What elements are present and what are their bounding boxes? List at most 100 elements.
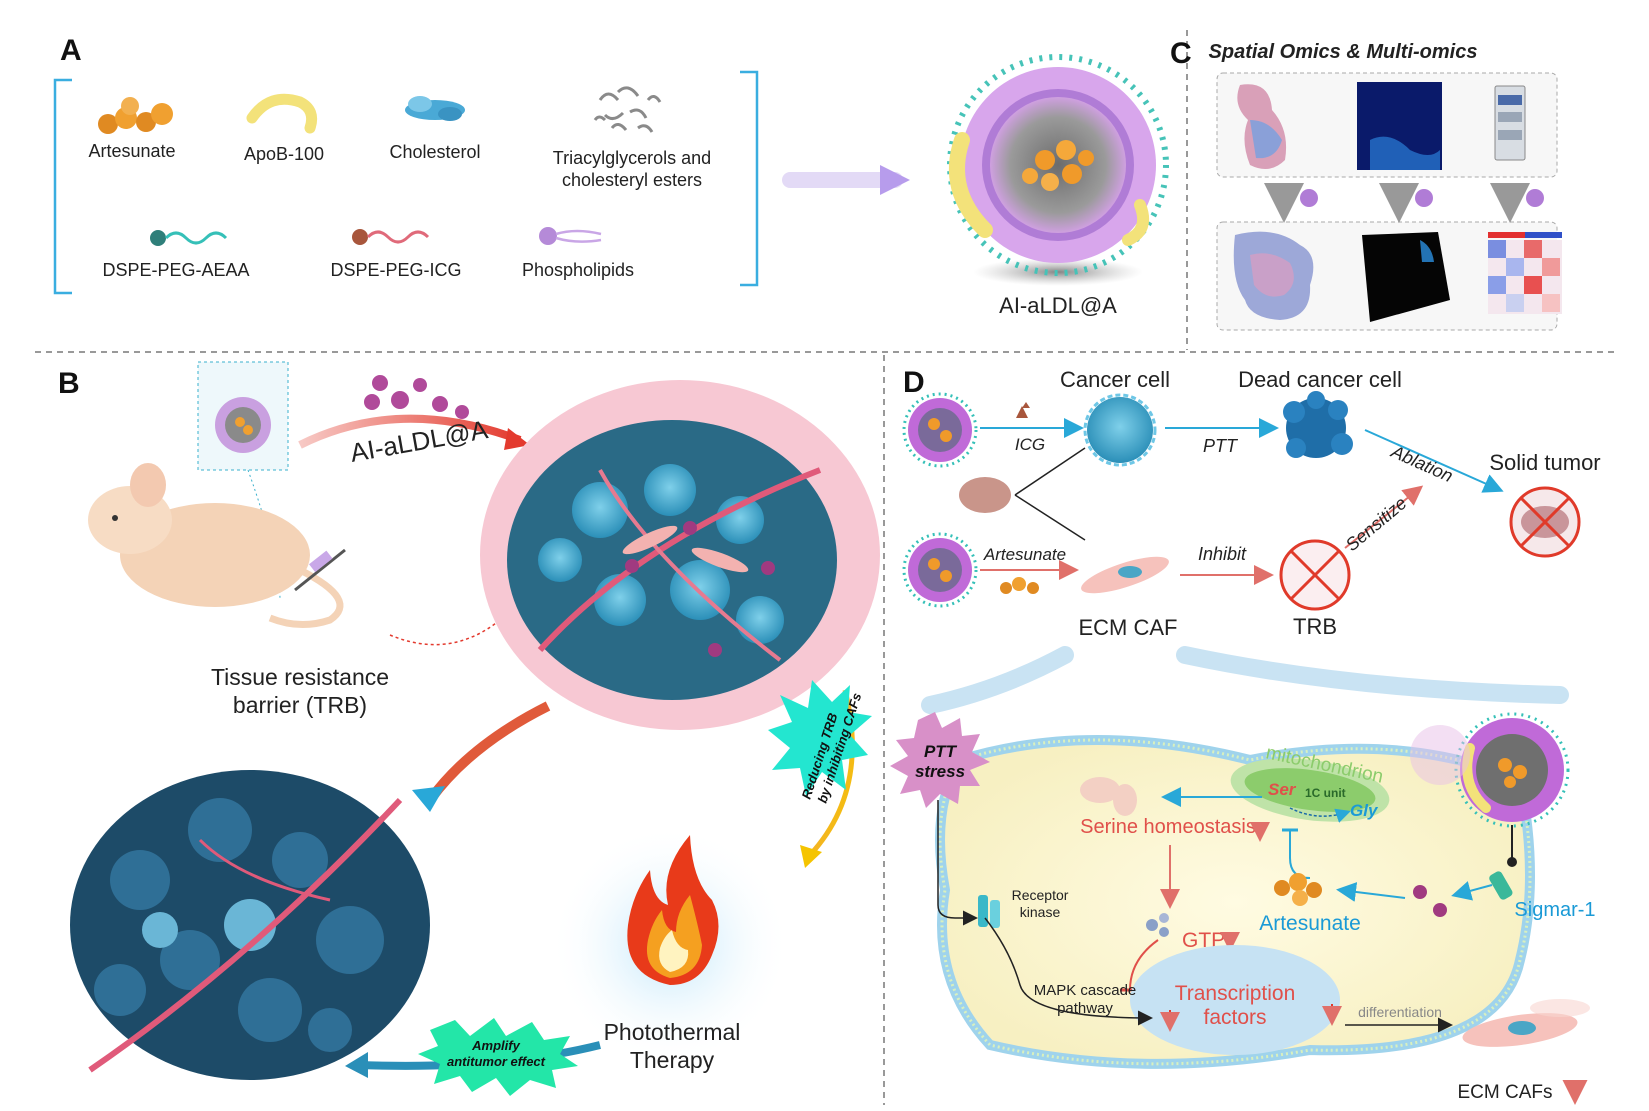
solid-tumor-blocked-icon <box>1509 486 1581 558</box>
label-receptor-line2: kinase <box>1020 904 1061 920</box>
reduce-trb-badge <box>768 680 872 796</box>
panel-label-b: B <box>58 367 80 400</box>
cancer-cell-icon <box>1083 393 1157 467</box>
internalized-nanoparticle-1 <box>1413 885 1427 899</box>
label-amplify-line1: Amplify <box>471 1038 520 1053</box>
label-dead-cancer-cell: Dead cancer cell <box>1238 367 1402 392</box>
ablation-arrow <box>1364 429 1504 493</box>
artesunate-inhibition-line <box>1289 830 1311 879</box>
cholesterol-icon <box>405 96 465 121</box>
label-artesunate: Artesunate <box>88 141 175 161</box>
zoom-band-right <box>1176 646 1569 704</box>
tumor-with-trb-icon <box>480 380 880 730</box>
label-trb-line2: barrier (TRB) <box>233 692 367 718</box>
zoom-band-left <box>921 646 1074 714</box>
label-ptt-stress-1: PTT <box>924 742 958 761</box>
spatial-transcriptomics-map-before <box>1237 84 1287 169</box>
ablated-tumor-icon <box>70 770 430 1080</box>
label-tf-line2: factors <box>1203 1006 1266 1029</box>
internalized-nanoparticle-2 <box>1433 903 1447 917</box>
ecm-cafs-cell-icon <box>1462 999 1590 1047</box>
label-cancer-cell: Cancer cell <box>1060 367 1170 392</box>
branch-line-lower <box>1014 494 1086 541</box>
syringe-icon <box>294 548 346 592</box>
tumor-tissue-icon <box>959 477 1011 513</box>
panel-c-title: Spatial Omics & Multi-omics <box>1209 41 1478 63</box>
label-ecm-caf: ECM CAF <box>1079 615 1178 640</box>
dead-cancer-cell-icon <box>1283 391 1353 458</box>
label-ecm-cafs: ECM CAFs <box>1458 1082 1553 1103</box>
phospholipids-icon <box>539 227 602 245</box>
uptake-arrow <box>1451 881 1493 901</box>
icg-molecule-icon <box>1016 402 1030 418</box>
label-inhibit: Inhibit <box>1198 544 1247 564</box>
treatment-result-arrow <box>425 701 551 803</box>
mitochondrion-icon <box>1230 758 1390 822</box>
mapk-cascade-arrow <box>984 917 1153 1026</box>
trb-leader-line <box>389 619 501 646</box>
label-sigmar-1: Sigmar-1 <box>1514 899 1595 921</box>
label-sensitize: Sensitize <box>1342 493 1411 555</box>
panel-label-d: D <box>903 366 925 399</box>
gtp-inhibition-line <box>1129 939 1159 991</box>
label-phospholipids: Phospholipids <box>522 260 634 280</box>
label-triacylglycerols-2: cholesteryl esters <box>562 170 702 190</box>
sigmar-1-receptor-icon <box>1489 871 1513 900</box>
label-icg: ICG <box>1015 435 1045 454</box>
artesunate-cell-icon <box>1274 873 1322 906</box>
bracket-right <box>740 70 759 287</box>
floating-nanoparticles <box>364 375 469 419</box>
label-ablation: Ablation <box>1387 441 1455 486</box>
bracket-left <box>53 78 72 295</box>
label-cholesterol: Cholesterol <box>389 142 480 162</box>
label-ptt-line1: Photothermal <box>604 1019 741 1045</box>
label-solid-tumor: Solid tumor <box>1489 450 1600 475</box>
formation-arrow-head <box>880 165 910 195</box>
panel-label-c: C <box>1170 37 1192 70</box>
label-trb: TRB <box>1293 614 1337 639</box>
stress-signal-arrow <box>937 800 978 926</box>
blurred-nanoparticle <box>1410 725 1470 785</box>
dspe-peg-aeaa-icon <box>150 230 228 246</box>
nanoparticle-top-icon <box>902 392 978 468</box>
gtp-molecule-icon <box>1146 913 1169 937</box>
triacylglycerols-icon <box>593 86 662 133</box>
apob-100-icon <box>246 93 318 134</box>
artesunate-molecules-icon <box>98 97 173 134</box>
label-ser: Ser <box>1268 780 1297 799</box>
nanoparticle-ai-aldl-a-icon <box>947 54 1169 286</box>
label-differentiation: differentiation <box>1358 1004 1442 1020</box>
label-triacylglycerols-1: Triacylglycerols and <box>553 148 711 168</box>
artesunate-dose-icon <box>1000 577 1039 594</box>
label-serine-homeostasis: Serine homeostasis <box>1080 816 1256 838</box>
label-ptt-line2: Therapy <box>630 1047 715 1073</box>
injection-arrow <box>298 414 522 449</box>
treatment-arrows <box>1264 183 1544 223</box>
spatial-transcriptomics-map-after <box>1233 231 1314 320</box>
trb-blocked-icon <box>1279 539 1351 611</box>
label-artesunate-top: Artesunate <box>983 545 1066 564</box>
label-ptt-stress-2: stress <box>915 762 965 781</box>
label-ai-aldl-a: AI-aLDL@A <box>999 293 1117 318</box>
label-apob-100: ApoB-100 <box>244 144 324 164</box>
label-mapk-line2: pathway <box>1057 1000 1113 1017</box>
label-trb-line1: Tissue resistance <box>211 664 389 690</box>
mass-spectrometer-icon <box>1494 85 1526 161</box>
label-receptor-line1: Receptor <box>1012 887 1069 903</box>
nucleus-icon <box>1130 945 1340 1055</box>
flame-icon <box>627 835 719 985</box>
amplify-badge <box>418 1018 578 1096</box>
dspe-peg-icg-icon <box>352 229 430 245</box>
serine-molecule-icon <box>1080 777 1137 816</box>
label-dspe-peg-icg: DSPE-PEG-ICG <box>330 260 461 280</box>
label-mapk-line1: MAPK cascade <box>1034 982 1137 999</box>
artesunate-release-arrow <box>1336 882 1406 902</box>
nanoparticle-bottom-icon <box>902 532 978 608</box>
sensitize-arrow <box>1344 485 1424 549</box>
nanoparticle-binding-icon <box>1454 712 1570 867</box>
nude-mouse-icon <box>88 463 344 628</box>
cell-membrane-icon <box>935 735 1535 1069</box>
label-1c-unit: 1C unit <box>1305 786 1346 800</box>
label-amplify-line2: antitumor effect <box>447 1054 546 1069</box>
